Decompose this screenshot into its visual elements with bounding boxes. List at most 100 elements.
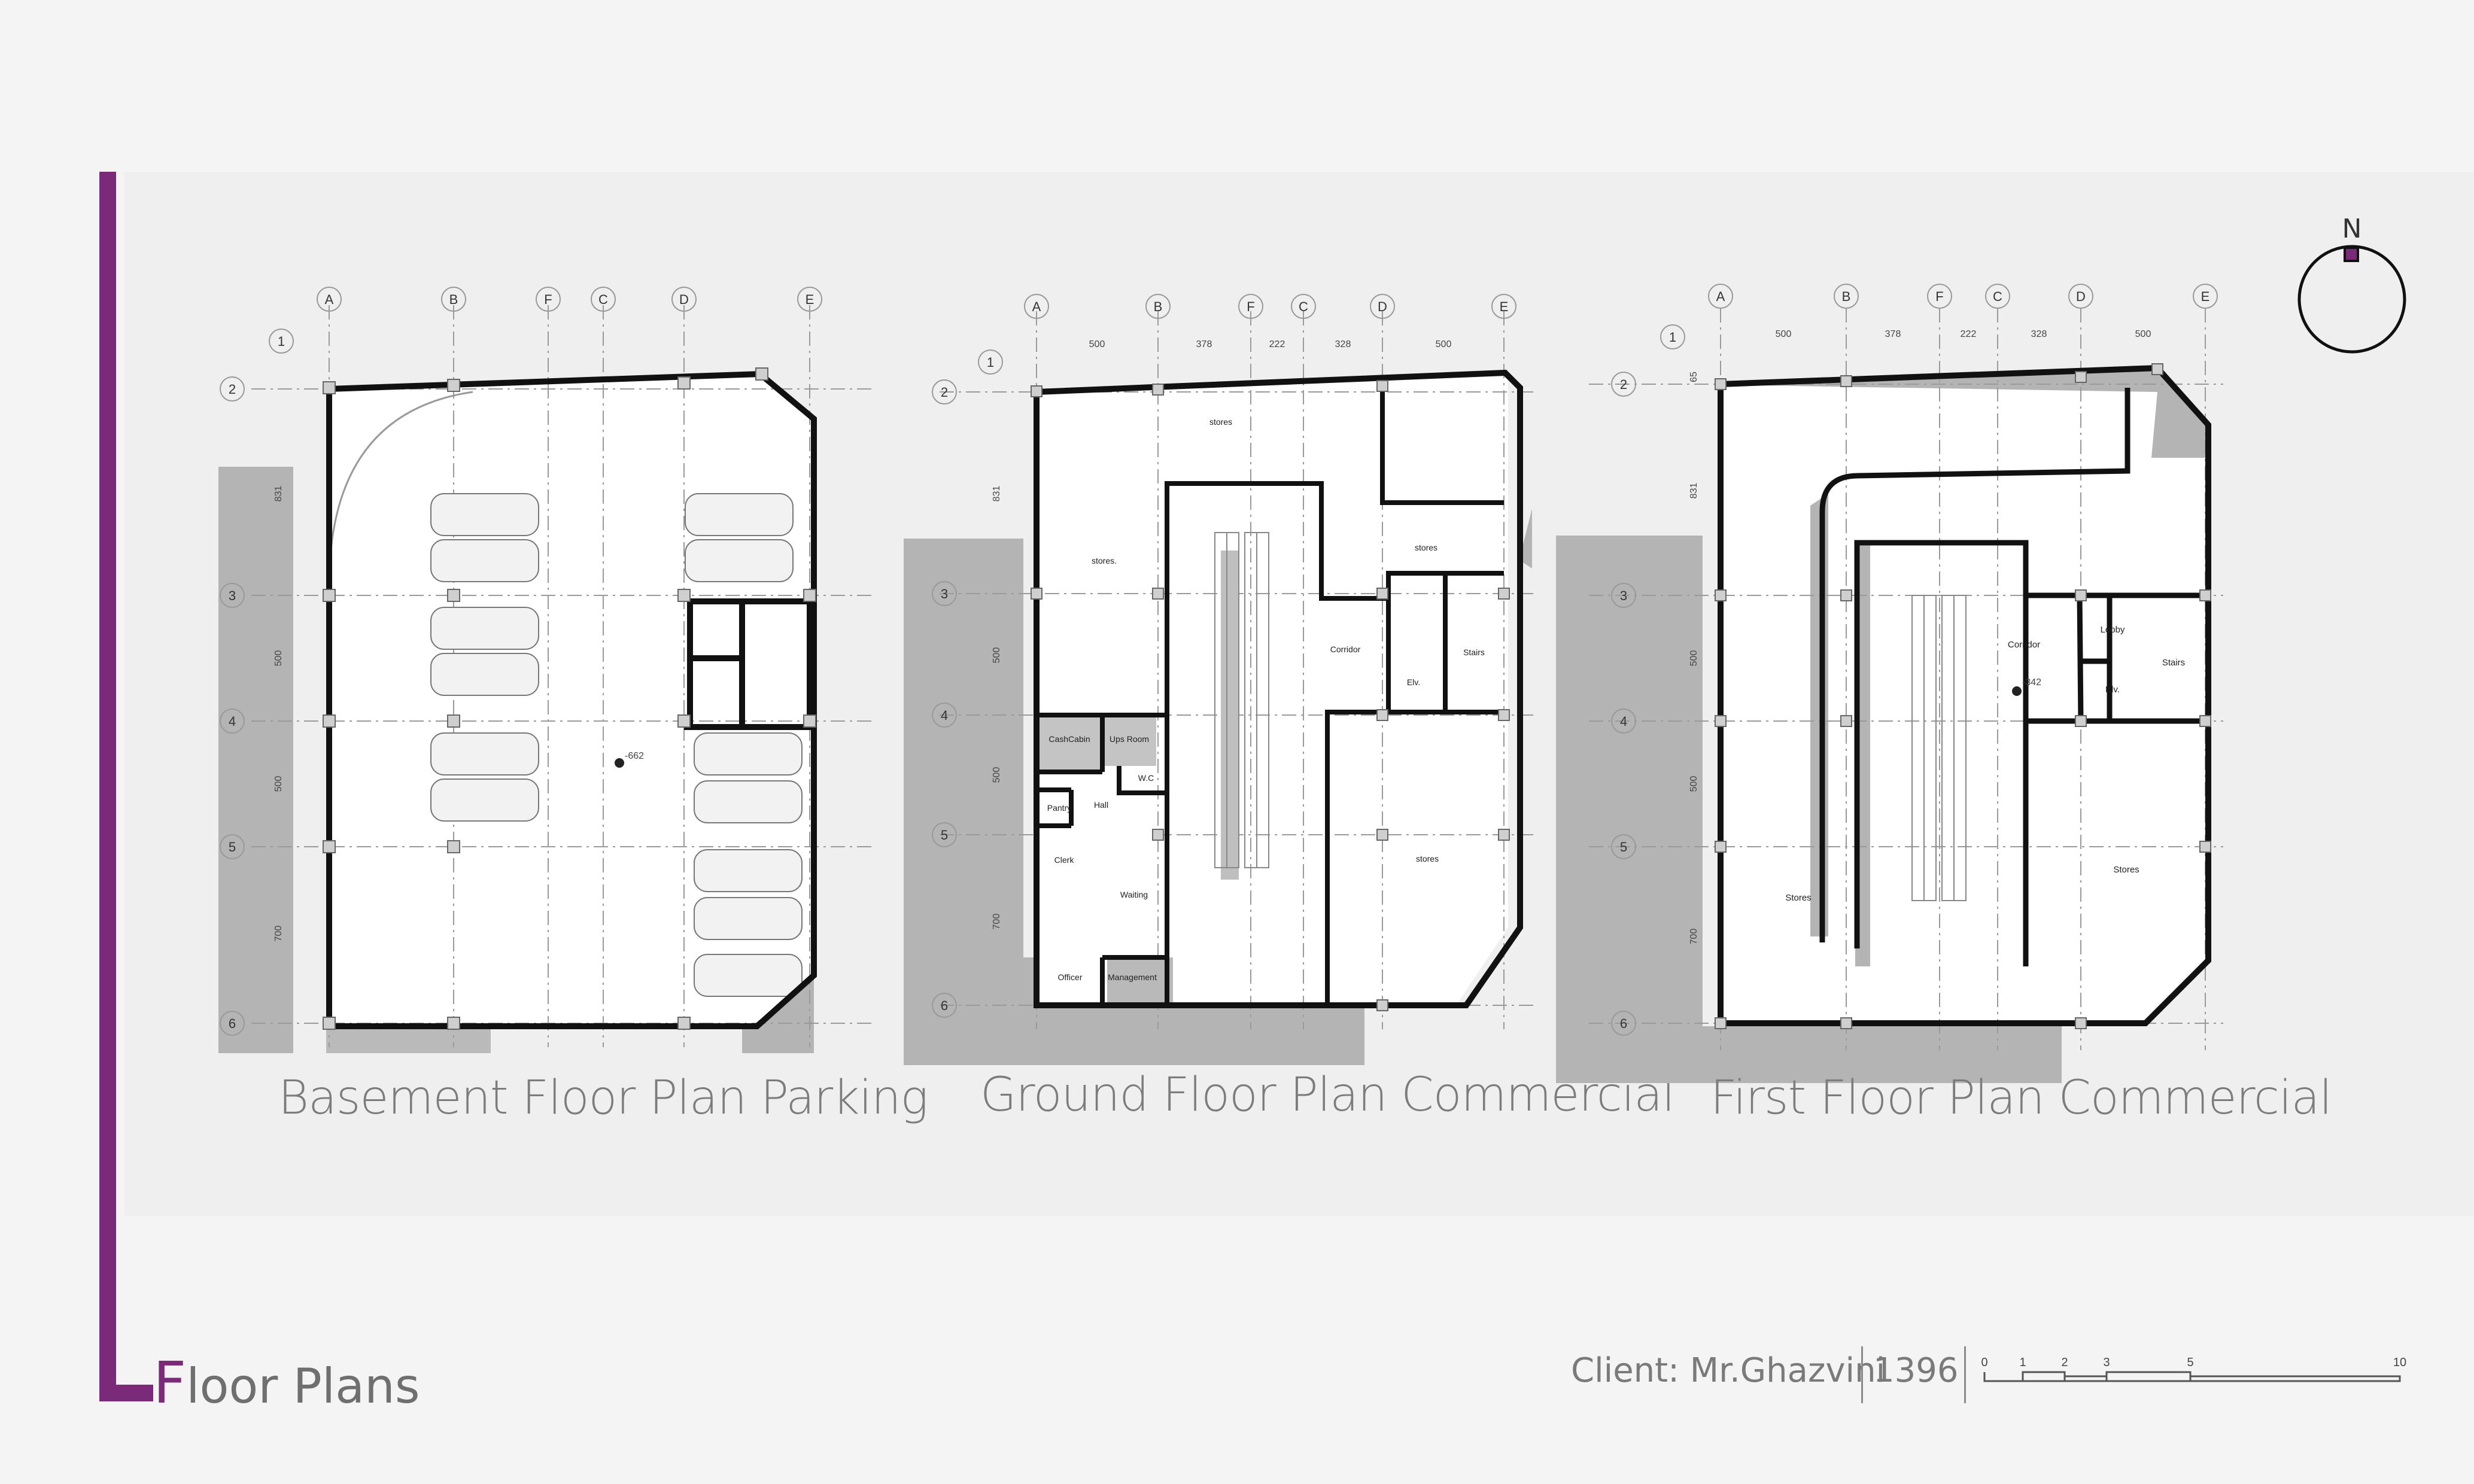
room-label: Pantry <box>1047 803 1071 813</box>
row-dimension: 65 <box>1689 372 1699 382</box>
floor-slab <box>1721 368 2208 1026</box>
row-dimension: 700 <box>1689 929 1699 945</box>
room-label: Lobby <box>2101 625 2125 635</box>
col-dimension: 378 <box>1196 339 1212 349</box>
separator <box>1861 1346 1863 1403</box>
row-dimension: 700 <box>273 926 284 942</box>
room-label: stores <box>1209 417 1232 427</box>
grid-col-label: B <box>449 292 458 307</box>
north-marker-icon <box>2344 247 2359 262</box>
scale-tick-label: 0 <box>1981 1356 1987 1369</box>
grid-row-label: 3 <box>229 588 236 603</box>
grid-col-label: A <box>1032 299 1041 314</box>
row-dimension: 500 <box>273 776 284 792</box>
grid-col-label: D <box>2076 289 2086 304</box>
grid-row-label: 3 <box>1620 588 1627 603</box>
col-dimension: 378 <box>1885 329 1901 339</box>
room-label: Stores <box>2113 865 2139 875</box>
grid-row-label: 4 <box>1620 714 1627 729</box>
grid-col-label: E <box>806 292 814 307</box>
row-dimension: 831 <box>992 486 1002 502</box>
room-label: Stores <box>1785 893 1811 903</box>
room-label: stores <box>1416 854 1439 863</box>
room-label: stores <box>1415 543 1437 552</box>
columns <box>1031 380 1510 1011</box>
grid-row-label: 1 <box>1669 330 1676 345</box>
grid-row-label: 5 <box>1620 840 1627 854</box>
room-label: Corridor <box>1330 644 1361 654</box>
col-dimension: 500 <box>1436 339 1452 349</box>
row-dimension: 500 <box>1689 776 1699 792</box>
room-label: Hall <box>1094 800 1108 810</box>
shadow <box>904 539 1023 1065</box>
grid-bubbles <box>220 287 822 1036</box>
shadow <box>1556 536 1703 1083</box>
grid-row-label: 5 <box>941 828 948 843</box>
grid-col-label: D <box>1378 299 1387 314</box>
shadow <box>1523 509 1532 568</box>
grid-row-label: 6 <box>229 1016 236 1031</box>
separator <box>1964 1346 1966 1403</box>
north-arrow: N <box>2292 211 2412 357</box>
col-dimension: 222 <box>1269 339 1285 349</box>
level-marker: -342 <box>2022 677 2041 688</box>
level-marker: -662 <box>625 751 644 761</box>
grid-row-label: 2 <box>941 385 948 400</box>
grid-row-label: 4 <box>229 714 236 729</box>
scale-tick-label: 1 <box>2019 1356 2026 1369</box>
grid-col-label: C <box>1993 289 2002 304</box>
col-dimension: 500 <box>2135 329 2151 339</box>
room-label: Management <box>1108 972 1157 982</box>
plan-caption: Basement Floor Plan Parking <box>278 1071 928 1125</box>
shadow <box>1703 1026 2062 1083</box>
compass-icon <box>2297 245 2406 354</box>
sheet-title: Floor Plans <box>153 1349 420 1416</box>
row-dimension: 700 <box>992 914 1002 930</box>
north-label: N <box>2342 214 2362 244</box>
exterior-wall <box>1034 369 1523 1008</box>
col-dimension: 222 <box>1961 329 1977 339</box>
accent-bar-vertical <box>99 172 116 1401</box>
row-dimension: 500 <box>273 650 284 667</box>
interior-walls <box>1819 388 2205 966</box>
scale-tick-label: 2 <box>2061 1356 2068 1369</box>
scale-bar-ruler <box>1983 1371 2401 1382</box>
room-label: Elv. <box>2105 685 2120 695</box>
columns <box>323 367 816 1030</box>
room-label: CashCabin <box>1048 734 1090 744</box>
grid-row-label: 2 <box>229 382 236 397</box>
row-dimension: 500 <box>992 767 1002 783</box>
client-name: Client: Mr.Ghazvini <box>1571 1351 1886 1390</box>
grid-col-label: B <box>1842 289 1851 304</box>
grid-col-label: F <box>1247 299 1254 314</box>
room-label: Stairs <box>2162 658 2185 668</box>
grid-col-label: C <box>598 292 608 307</box>
scale-tick-label: 3 <box>2103 1356 2110 1369</box>
grid-row-label: 5 <box>229 840 236 854</box>
room-label: Officer <box>1058 972 1083 982</box>
grid-row-label: 3 <box>941 586 948 601</box>
parking-bays <box>430 493 803 997</box>
escalator <box>1214 532 1269 868</box>
grid-row-label: 6 <box>1620 1016 1627 1031</box>
row-dimension: 500 <box>992 647 1002 664</box>
first-floor-plan: A B F C D E 1 2 3 4 5 6 500 378 222 328 … <box>1553 278 2283 1092</box>
row-dimension: 831 <box>273 486 284 502</box>
accent-bar-horizontal <box>99 1385 153 1401</box>
sheet-title-rest: loor Plans <box>186 1358 420 1414</box>
escalator <box>1911 595 1967 901</box>
room-label: stores. <box>1092 556 1117 565</box>
scale-bar: 0 1 2 3 5 10 <box>1975 1351 2418 1408</box>
grid-col-label: B <box>1154 299 1163 314</box>
room-label: Elv. <box>1407 677 1420 687</box>
col-dimension: 500 <box>1089 339 1105 349</box>
ground-floor-plan: A B F C D E 1 2 3 4 5 6 500 378 222 328 … <box>904 281 1586 1071</box>
shadow <box>1810 494 1828 936</box>
columns <box>1715 363 2211 1029</box>
grid-col-label: E <box>1500 299 1509 314</box>
escalator-shadow <box>1221 551 1239 880</box>
room-label: Ups Room <box>1110 734 1149 744</box>
grid-col-label: F <box>544 292 552 307</box>
grid-col-label: D <box>679 292 689 307</box>
scale-tick-label: 10 <box>2393 1356 2406 1369</box>
